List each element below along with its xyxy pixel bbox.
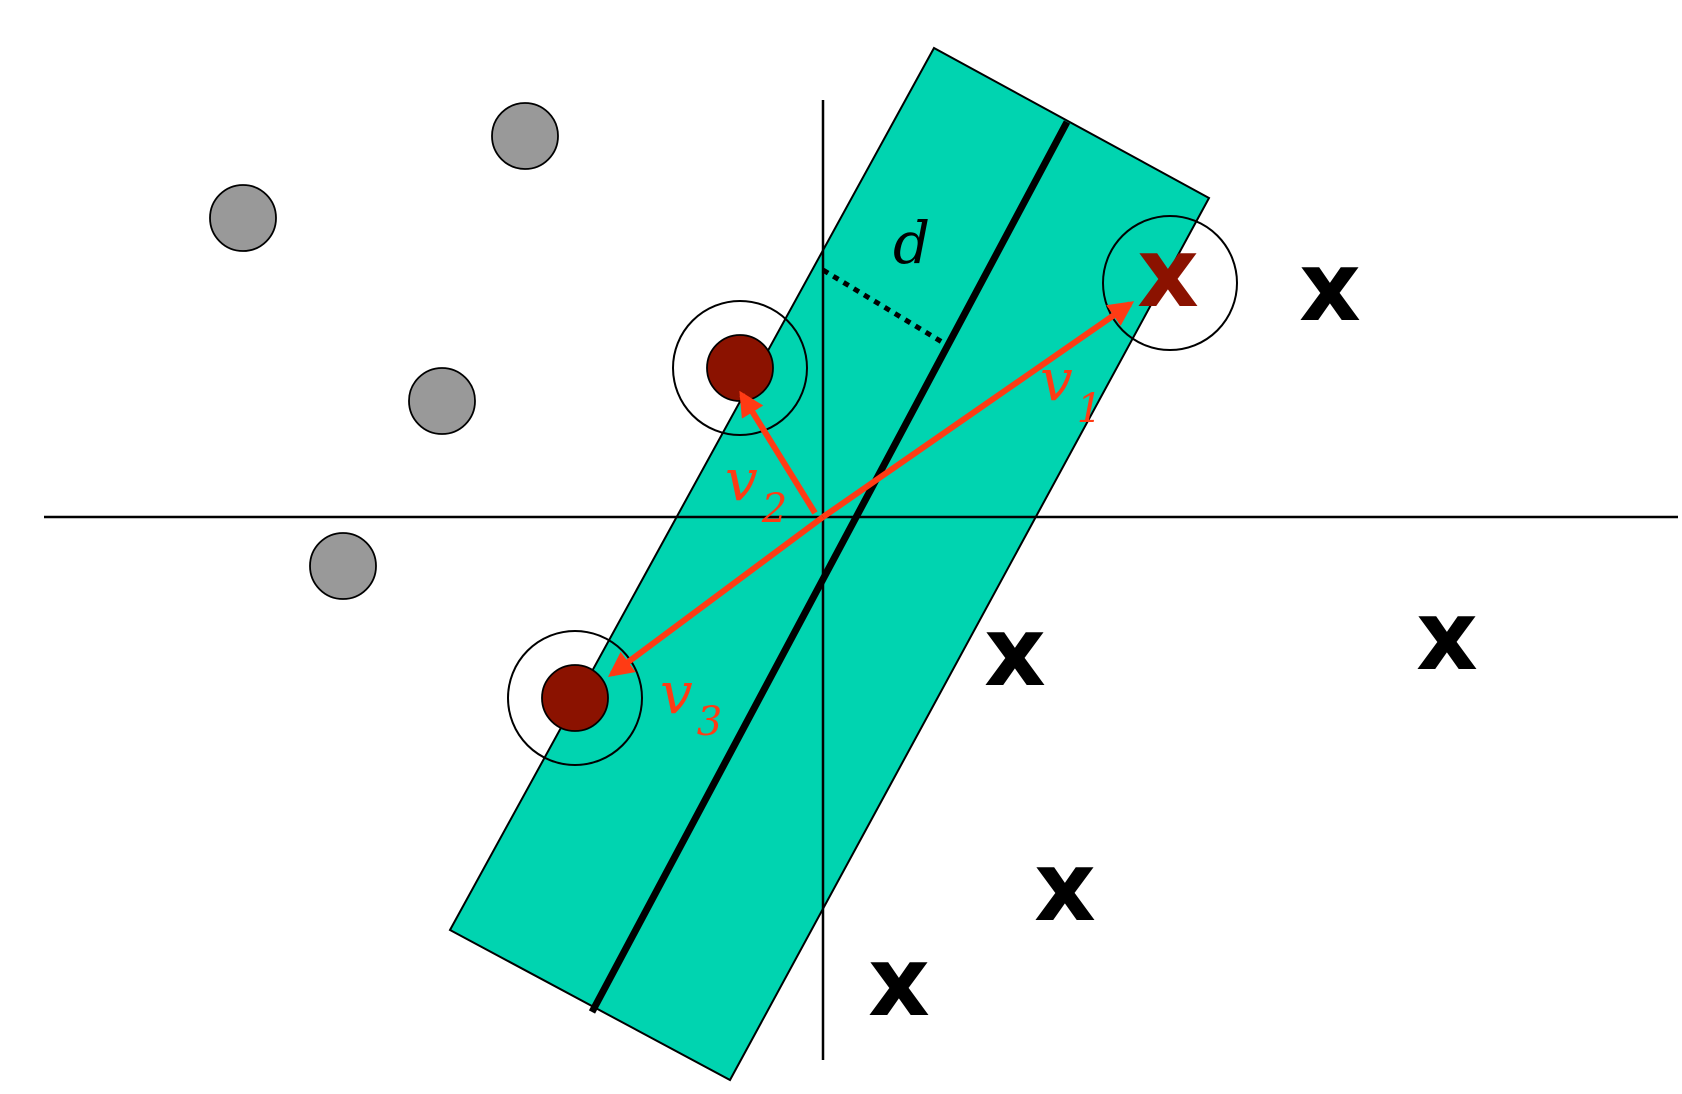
positive-point-x-mark: x (1034, 831, 1096, 943)
vector-v1-base: v (1040, 346, 1073, 414)
positive-point-x-mark: x (1416, 580, 1478, 692)
vector-v3-arrow (607, 514, 825, 678)
margin-label: d (893, 209, 930, 277)
support-vector-point (706, 334, 774, 402)
negative-point (408, 367, 476, 435)
support-vector-point (541, 664, 609, 732)
support-vector-ring-v3 (507, 630, 643, 766)
vector-v3-base: v (660, 659, 693, 727)
support-vector-ring-v1 (1102, 215, 1238, 351)
vector-v2-subscript: 2 (761, 486, 787, 532)
negative-point (491, 102, 559, 170)
vector-v2-base: v (725, 446, 758, 514)
separating-hyperplane (588, 120, 1071, 1014)
vector-v3-subscript: 3 (697, 699, 722, 745)
positive-point-x-mark: x (1299, 231, 1361, 343)
vector-v2-arrow (739, 390, 818, 515)
positive-point-x-mark: x (868, 926, 930, 1038)
negative-point (209, 184, 277, 252)
negative-point (309, 532, 377, 600)
vector-v1-arrow (821, 301, 1135, 520)
vector-v1-subscript: 1 (1077, 386, 1102, 432)
support-vector-ring-v2 (672, 300, 808, 436)
support-vector-x-mark: x (1137, 217, 1199, 329)
positive-point-x-mark: x (984, 596, 1046, 708)
